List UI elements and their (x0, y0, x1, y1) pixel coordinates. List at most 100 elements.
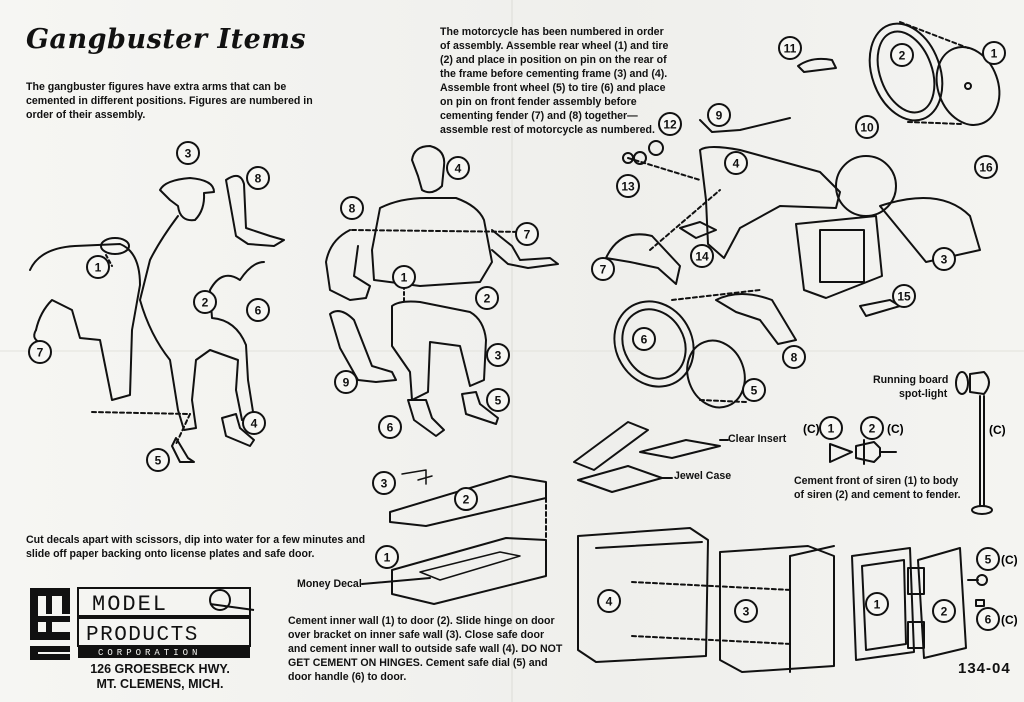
callout-number: 6 (387, 421, 394, 435)
callout-2: 2 (860, 416, 884, 440)
callout-3: 3 (486, 343, 510, 367)
label-clear-insert: Clear Insert (728, 433, 787, 445)
callout-5: 5 (742, 378, 766, 402)
callout-11: 11 (778, 36, 802, 60)
motorcycle-instructions: The motorcycle has been numbered in orde… (440, 26, 669, 136)
cement-mark: (C) (1001, 613, 1018, 627)
callout-7: 7 (591, 257, 615, 281)
callout-number: 2 (941, 605, 948, 619)
mpc-logo: MODEL PRODUCTS CORPORATION (30, 587, 255, 660)
callout-3: 3 (734, 599, 758, 623)
cement-mark: (C) (989, 423, 1006, 437)
callout-16: 16 (974, 155, 998, 179)
callout-2: 2 (454, 487, 478, 511)
callout-4: 4 (242, 411, 266, 435)
callout-number: 1 (828, 422, 835, 436)
callout-14: 14 (690, 244, 714, 268)
callout-3: 3 (932, 247, 956, 271)
label-running-board: Running board (873, 374, 949, 386)
callout-number: 3 (743, 605, 750, 619)
callout-number: 1 (991, 47, 998, 61)
company-address: 126 GROESBECK HWY. MT. CLEMENS, MICH. (60, 662, 260, 692)
callout-7: 7 (515, 222, 539, 246)
page-title: Gangbuster Items (26, 24, 307, 55)
callout-number: 6 (641, 333, 648, 347)
callout-2: 2 (193, 290, 217, 314)
callout-8: 8 (246, 166, 270, 190)
label-spot-light: spot-light (899, 388, 948, 400)
callout-number: 5 (985, 553, 992, 567)
callout-number: 2 (202, 296, 209, 310)
target-icon (209, 589, 231, 611)
callout-number: 10 (860, 121, 874, 135)
callout-number: 3 (495, 349, 502, 363)
callout-1: 1 (375, 545, 399, 569)
callout-number: 1 (401, 271, 408, 285)
callout-4: 4 (446, 156, 470, 180)
callout-9: 9 (334, 370, 358, 394)
address-line-2: MT. CLEMENS, MICH. (96, 677, 224, 691)
callout-1: 1 (392, 265, 416, 289)
gangbuster-figure-left (29, 174, 285, 463)
callout-number: 5 (495, 394, 502, 408)
callout-number: 12 (663, 118, 677, 132)
part-number: 134-04 (958, 660, 1011, 677)
callout-2: 2 (475, 286, 499, 310)
callout-6: 6 (378, 415, 402, 439)
callout-number: 9 (343, 376, 350, 390)
callout-number: 8 (791, 351, 798, 365)
callout-3: 3 (176, 141, 200, 165)
callout-number: 5 (155, 454, 162, 468)
callout-9: 9 (707, 103, 731, 127)
callout-2: 2 (932, 599, 956, 623)
callout-number: 16 (979, 161, 993, 175)
callout-number: 6 (255, 304, 262, 318)
callout-number: 1 (384, 551, 391, 565)
callout-12: 12 (658, 112, 682, 136)
callout-number: 14 (695, 250, 709, 264)
address-line-1: 126 GROESBECK HWY. (90, 662, 230, 676)
callout-1: 1 (982, 41, 1006, 65)
callout-number: 13 (621, 180, 635, 194)
callout-8: 8 (340, 196, 364, 220)
logo-line-model: MODEL (92, 592, 168, 617)
cement-mark: (C) (803, 422, 820, 436)
callout-1: 1 (86, 255, 110, 279)
callout-number: 4 (455, 162, 462, 176)
callout-8: 8 (782, 345, 806, 369)
cement-marks: (C) (C) (C) (C) (C) (803, 422, 1018, 627)
callout-number: 2 (899, 49, 906, 63)
callout-number: 3 (381, 477, 388, 491)
callout-number: 15 (897, 290, 911, 304)
callout-5: 5 (486, 388, 510, 412)
logo-line-corporation: CORPORATION (98, 648, 201, 658)
callout-number: 7 (37, 346, 44, 360)
callout-13: 13 (616, 174, 640, 198)
callout-6: 6 (976, 607, 1000, 631)
safe-drawing (577, 527, 988, 673)
siren-instructions: Cement front of siren (1) to body of sir… (794, 475, 961, 501)
callout-number: 9 (716, 109, 723, 123)
callout-2: 2 (890, 43, 914, 67)
callout-number: 8 (255, 172, 262, 186)
callout-number: 8 (349, 202, 356, 216)
cement-mark: (C) (1001, 553, 1018, 567)
callout-number: 3 (941, 253, 948, 267)
callout-10: 10 (855, 115, 879, 139)
callout-number: 2 (484, 292, 491, 306)
callout-number: 7 (600, 263, 607, 277)
gangbuster-figure-middle (325, 145, 559, 437)
callout-1: 1 (865, 592, 889, 616)
callout-number: 7 (524, 228, 531, 242)
label-money-decal: Money Decal (297, 578, 362, 590)
callout-number: 4 (606, 595, 613, 609)
logo-line-products: PRODUCTS (86, 624, 199, 647)
callout-7: 7 (28, 340, 52, 364)
callout-6: 6 (246, 298, 270, 322)
callout-5: 5 (976, 547, 1000, 571)
label-jewel-case: Jewel Case (674, 470, 732, 482)
intro-paragraph: The gangbuster figures have extra arms t… (26, 81, 313, 121)
callout-number: 4 (733, 157, 740, 171)
money-box-drawing (361, 469, 547, 605)
